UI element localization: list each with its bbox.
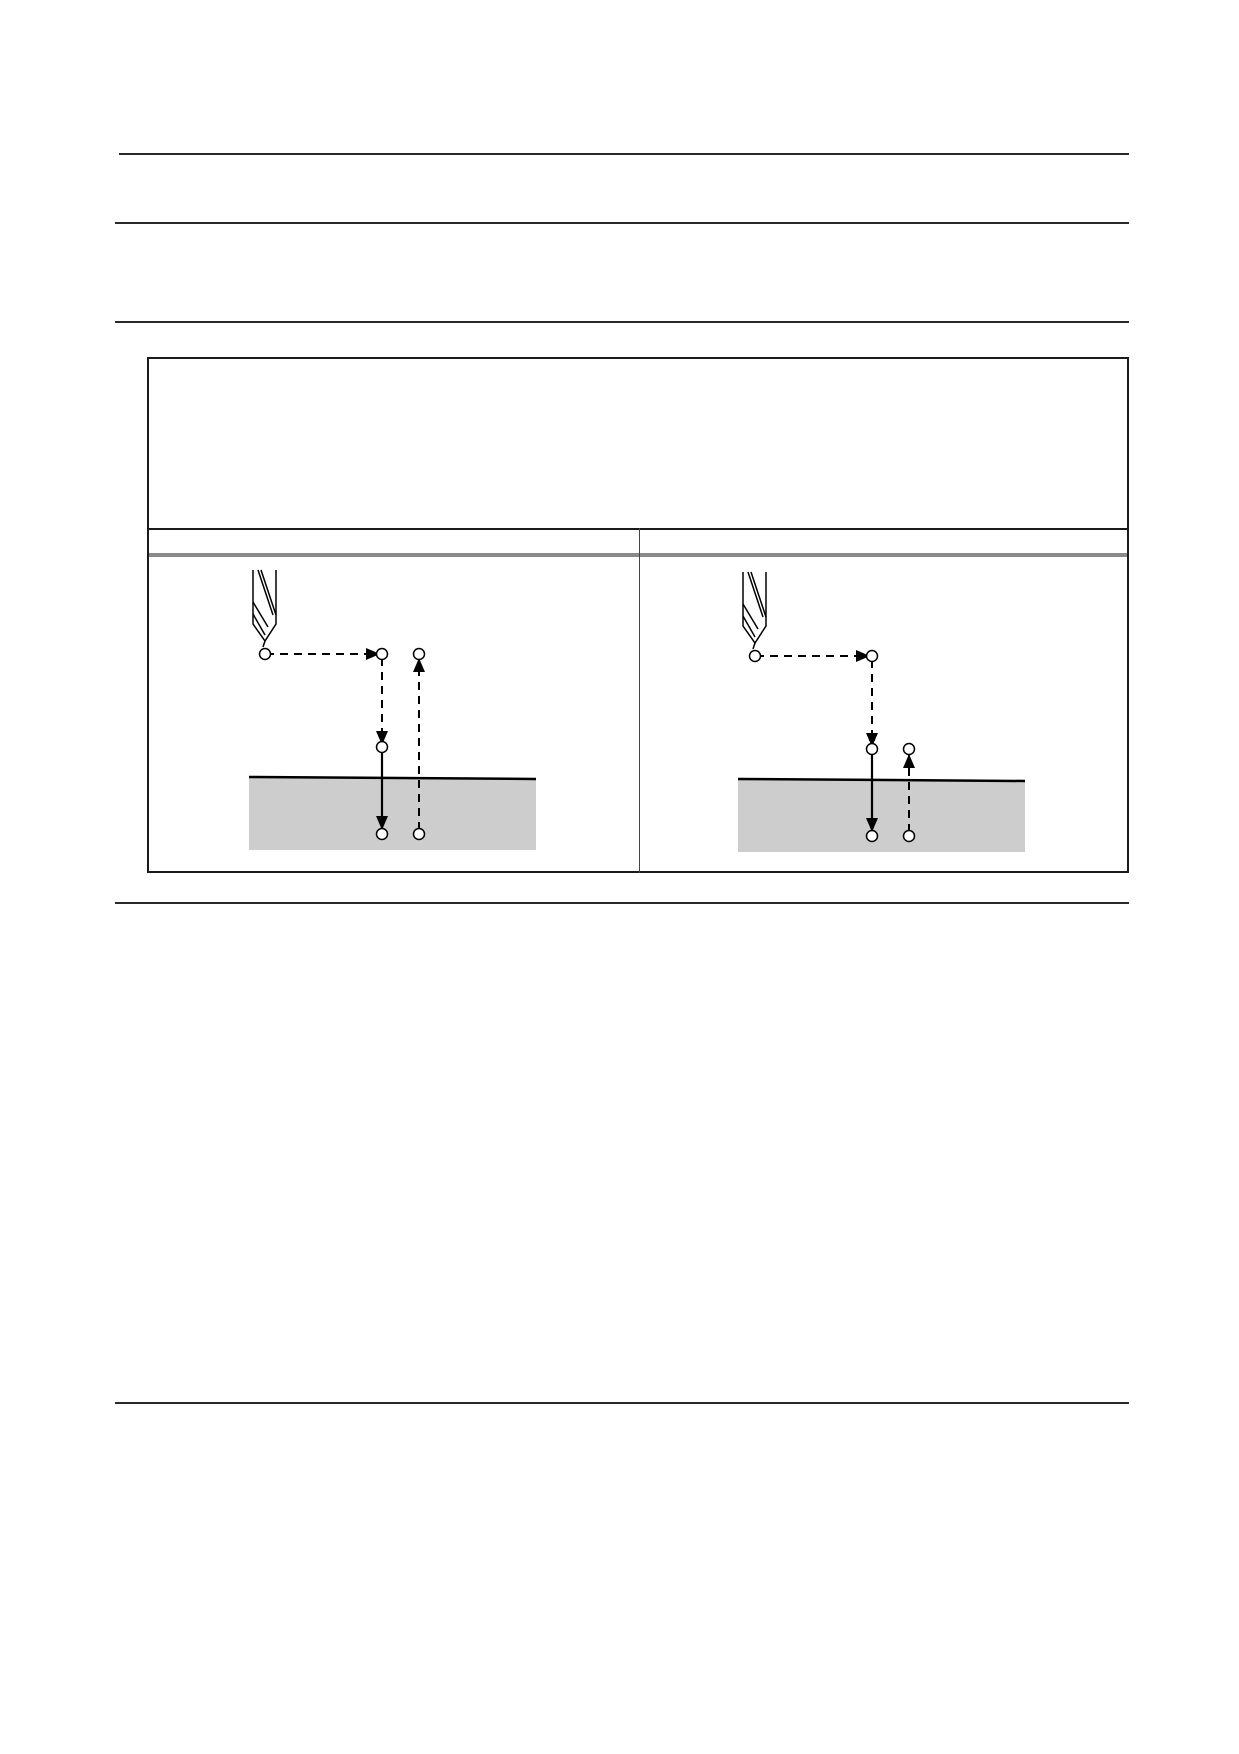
r-point — [865, 742, 879, 756]
figure-caption-area — [149, 359, 1127, 530]
column-divider — [639, 528, 640, 873]
section-rule-lower — [115, 902, 1129, 904]
right-cycle-diagram — [737, 571, 1026, 852]
z-point — [865, 829, 879, 843]
footer-rule — [115, 1402, 1129, 1404]
initial-point — [865, 649, 879, 663]
drill-icon — [252, 569, 277, 648]
right-cycle-panel — [640, 557, 1127, 871]
workpiece — [738, 780, 1025, 852]
z-point — [375, 827, 389, 841]
left-cycle-diagram — [248, 569, 537, 850]
drill-icon — [742, 571, 767, 650]
workpiece — [249, 778, 536, 850]
retract-start-point — [902, 829, 916, 843]
retract-end-point — [902, 742, 916, 756]
workpiece-surface-line — [248, 775, 537, 781]
retract-start-point — [412, 827, 426, 841]
retract-end-point — [412, 647, 426, 661]
initial-point — [375, 647, 389, 661]
workpiece-surface-line — [737, 777, 1026, 783]
r-point — [375, 740, 389, 754]
column-header-row — [149, 530, 1127, 557]
section-rule — [115, 321, 1129, 323]
left-cycle-panel — [149, 557, 639, 871]
figure-table — [147, 357, 1129, 873]
header-rule-middle — [115, 222, 1129, 224]
start-point — [258, 647, 272, 661]
header-rule-top — [119, 153, 1129, 155]
start-point — [748, 649, 762, 663]
